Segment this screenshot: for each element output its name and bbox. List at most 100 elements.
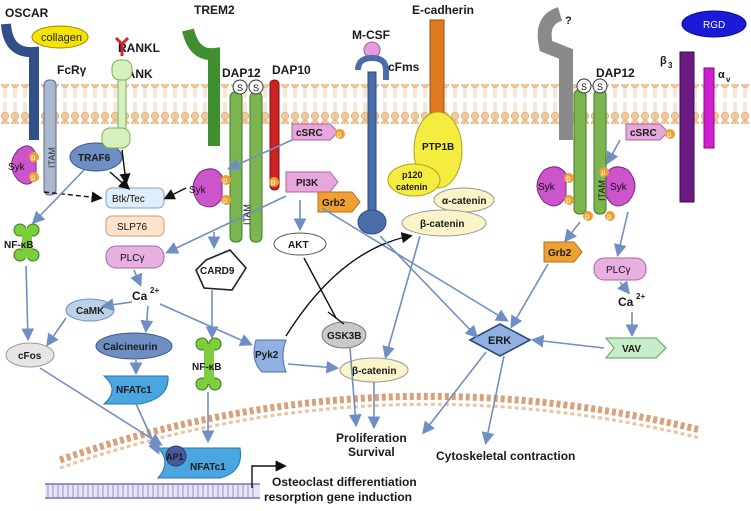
p-label-right-2: p [566, 196, 571, 205]
s-label-right-2: S [597, 82, 603, 92]
outcome-proliferation: Proliferation [336, 431, 407, 445]
vav-label: VAV [622, 344, 641, 355]
outcome-osteoclast-line2: resorption gene induction [264, 490, 412, 504]
nfkb-left [13, 223, 40, 262]
alpha-catenin-label: α-catenin [442, 196, 487, 207]
nfatc1-cyto [102, 375, 169, 405]
calcineurin [95, 332, 173, 360]
ca-right-label: Ca [618, 295, 634, 309]
bcatenin-cyto-label: β-catenin [352, 366, 396, 377]
cfos-label: cFos [18, 351, 42, 362]
pi3k [285, 171, 339, 193]
grb2-left-label: Grb2 [322, 198, 346, 209]
csrc-right [625, 123, 669, 141]
ca-left-sup: 2+ [150, 286, 159, 295]
disulfide-left-1 [232, 79, 248, 95]
collagen-label: collagen [41, 32, 82, 44]
mcsf-label: M-CSF [352, 28, 390, 42]
s-label-left-2: S [253, 83, 259, 93]
syk-right-1-label: Syk [538, 182, 556, 193]
traf6 [69, 142, 123, 172]
traf6-label: TRAF6 [78, 153, 111, 164]
p-label-right-5: p [607, 212, 612, 221]
dap10-label: DAP10 [272, 63, 311, 77]
rankl-label: RANKL [118, 41, 160, 55]
syk-right-2 [605, 166, 636, 207]
trem2-label: TREM2 [194, 3, 235, 17]
cfos [5, 342, 55, 368]
transcription-arrow [251, 460, 287, 488]
p-label-right-4: p [601, 168, 606, 177]
dap12-left-label: DAP12 [222, 66, 261, 80]
s-label-left-1: S [237, 83, 243, 93]
p120-catenin-label: catenin [396, 182, 428, 192]
pyk2-label: Pyk2 [255, 350, 279, 361]
p-label-oscar-2: p [31, 173, 36, 182]
cfms-stalk [367, 71, 377, 213]
ap1-label: AP1 [166, 452, 184, 462]
beta3-label: β [660, 55, 667, 67]
rank-receptor-tail [101, 127, 131, 149]
slp76 [105, 215, 165, 237]
gsk3b-label: GSK3B [327, 331, 361, 342]
erk-label: ERK [488, 335, 511, 347]
p120-label: p120 [402, 170, 423, 180]
dap12-right-chain [573, 89, 587, 215]
p-label-trem2-1: p [223, 176, 228, 185]
alphav-sub: v [726, 75, 731, 84]
itam-label-dap12-right: ITAM [597, 180, 607, 201]
slp76-label: SLP76 [117, 222, 147, 233]
rgd-label: RGD [703, 20, 725, 31]
akt [273, 232, 327, 256]
nfkb-left-label: NF-κB [4, 240, 33, 251]
btk-tec-label: Btk/Tec [112, 194, 145, 205]
p-badge-dap10 [269, 177, 279, 187]
camk-label: CaMK [76, 306, 105, 317]
ecadherin-label: E-cadherin [412, 3, 474, 17]
oscar-receptor [1, 23, 39, 140]
signal-arrows [21, 139, 639, 455]
csrc-left [291, 123, 339, 141]
grb2-left [317, 191, 361, 213]
itam-label-fcr: ITAM [47, 147, 57, 168]
p-label-dap10: p [271, 178, 276, 187]
syk-right-2-label: Syk [610, 182, 628, 193]
p120-catenin [387, 163, 441, 197]
p-label-trem2-2: p [223, 196, 228, 205]
beta3-sub: 3 [668, 61, 673, 70]
rank-receptor-head [111, 59, 133, 81]
card9-label: CARD9 [200, 266, 235, 277]
p-label-right-1: p [566, 174, 571, 183]
ca-left-label: Ca [132, 289, 148, 303]
vav [604, 337, 667, 359]
cfms-label: cFms [388, 60, 420, 74]
syk-trem2-label: Syk [189, 185, 207, 196]
rank-receptor-stalk [117, 79, 127, 131]
bcatenin-membrane [401, 209, 487, 237]
p-badge-right-1 [564, 173, 574, 183]
akt-label: AKT [288, 240, 309, 251]
p-badge-oscar-2 [29, 172, 39, 182]
grb2-right-label: Grb2 [548, 248, 572, 259]
outcome-cytoskeletal: Cytoskeletal contraction [436, 449, 575, 463]
p-label-oscar-1: p [31, 153, 36, 162]
dap10-chain [269, 79, 280, 191]
fcr-label: FcRγ [57, 63, 87, 77]
alphav-integrin [703, 67, 715, 149]
gsk3b [321, 321, 367, 349]
p-badge-oscar-1 [29, 152, 39, 162]
p-label-csrc-left: p [337, 130, 342, 139]
nfatc1-nuclear-label: NFATc1 [190, 462, 226, 473]
syk-right-1 [536, 166, 567, 207]
cfms-kinase [357, 209, 387, 235]
syk-trem2 [192, 168, 223, 208]
alphav-label: α [718, 69, 725, 81]
csrc-left-label: cSRC [296, 128, 323, 139]
plcg-right-label: PLCγ [606, 265, 630, 276]
ca-right-sup: 2+ [636, 292, 645, 301]
pi3k-label: PI3K [296, 178, 319, 189]
outcome-survival: Survival [348, 445, 395, 459]
nfkb-middle-label: NF-κB [192, 362, 221, 373]
